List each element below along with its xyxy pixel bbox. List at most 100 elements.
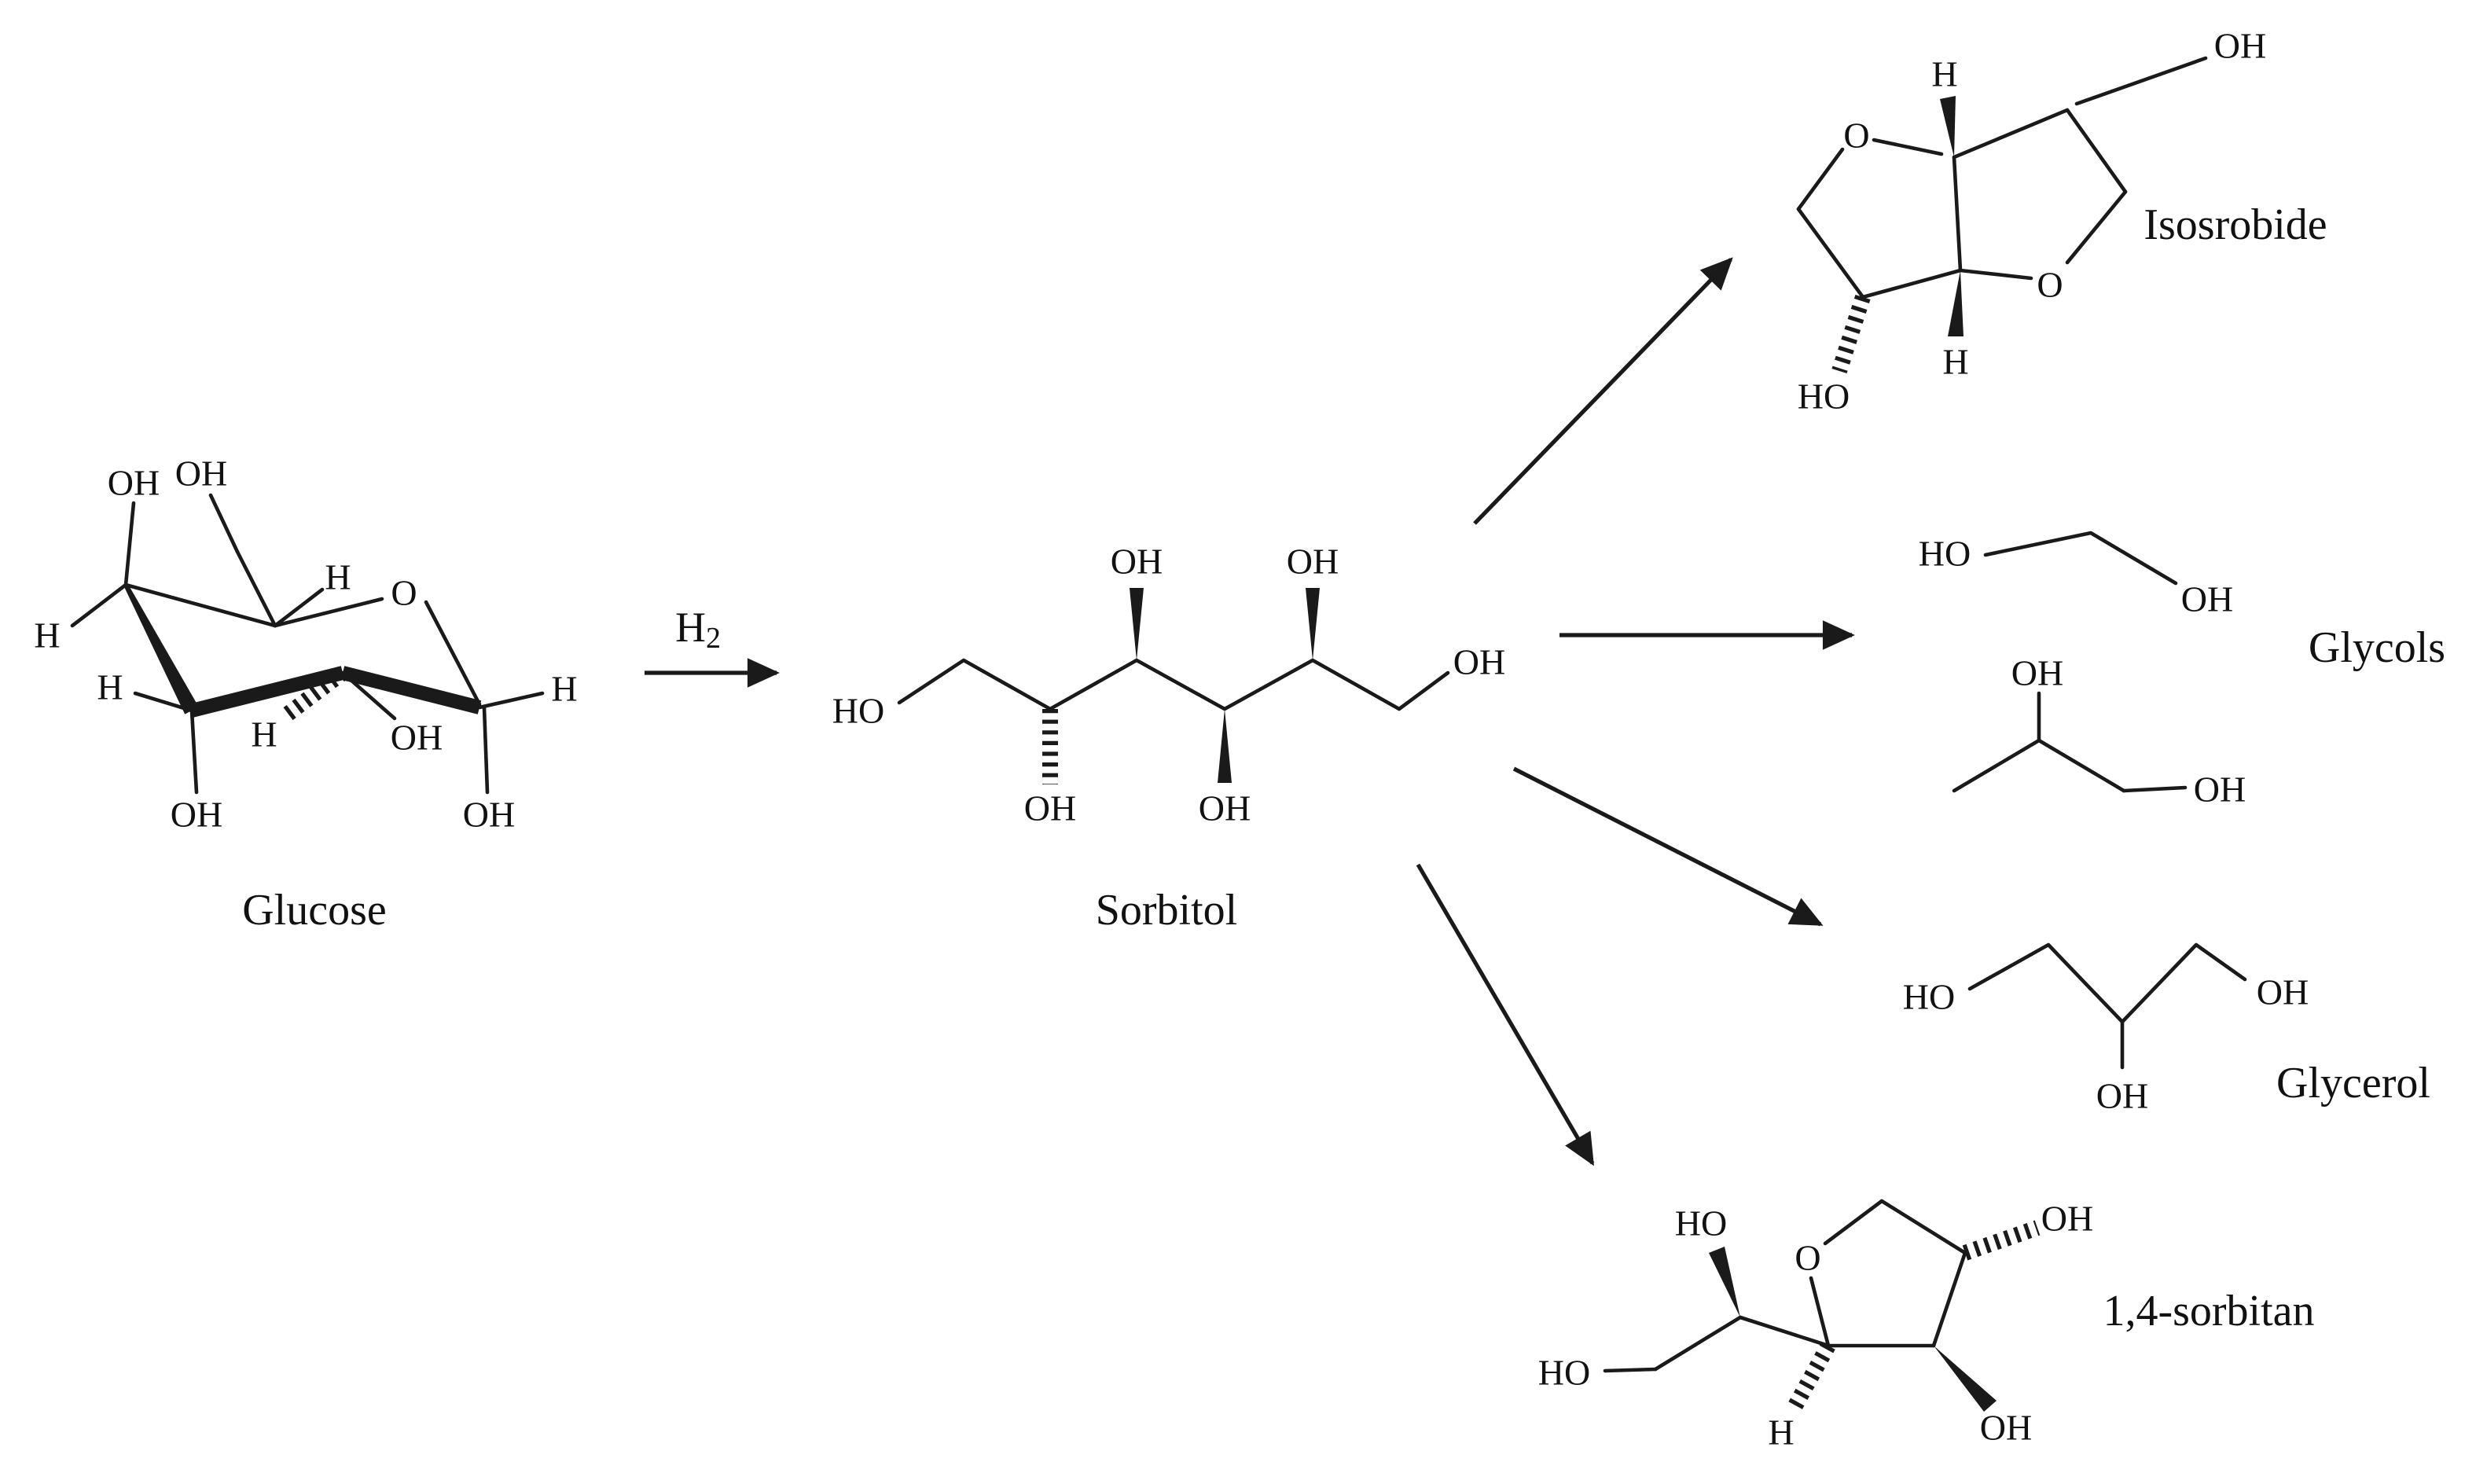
bond xyxy=(1952,155,1963,273)
glucose-structure: OH OH H H O H H OH H OH OH Glucose xyxy=(34,454,577,935)
wedge-bond xyxy=(1934,1346,1997,1412)
bond xyxy=(1952,108,2070,160)
atom-label-oh: OH xyxy=(171,795,222,835)
bond xyxy=(1603,1367,1658,1373)
bond xyxy=(235,549,277,628)
bond xyxy=(424,600,482,707)
arrow-to-sorbitan xyxy=(1416,863,1595,1166)
bond xyxy=(2121,785,2188,793)
atom-label-oh: OH xyxy=(175,454,227,494)
atom-label-oh: OH xyxy=(1287,542,1339,582)
bond xyxy=(208,493,240,554)
wedge-bond xyxy=(1948,270,1964,336)
atom-label-h: H xyxy=(1768,1412,1794,1453)
atom-label-oh: OH xyxy=(1980,1408,2032,1448)
atom-label-oh: OH xyxy=(2096,1076,2148,1116)
atom-label-ho: HO xyxy=(832,691,884,731)
bond xyxy=(273,597,384,628)
bond xyxy=(1958,268,2033,281)
atom-label-h: H xyxy=(251,714,277,755)
atom-label-ho: HO xyxy=(1903,977,1955,1017)
glucose-bonds xyxy=(70,493,545,795)
glycerol-structure: HO OH OH Glycerol xyxy=(1903,942,2430,1116)
atom-label-h: H xyxy=(34,615,60,656)
wedge-bond xyxy=(1306,588,1320,660)
atom-label-ho: HO xyxy=(1675,1203,1727,1243)
hash-bond xyxy=(1962,1220,2041,1261)
atom-label-oh: OH xyxy=(2041,1199,2093,1239)
glycols-name-label: Glycols xyxy=(2309,623,2445,672)
atom-label-oh: OH xyxy=(2214,26,2266,66)
isosorbide-bonds xyxy=(1796,56,2208,374)
bond xyxy=(1796,207,1865,299)
arrow-to-isosorbide xyxy=(1473,257,1733,525)
atom-label-ring-o: O xyxy=(391,573,417,613)
wedge-bond xyxy=(1940,96,1956,157)
atom-label-h: H xyxy=(325,557,351,597)
bold-bond xyxy=(189,666,345,718)
sorbitol-structure: HO OH OH OH OH OH Sorbitol xyxy=(832,542,1505,935)
atom-label-h: H xyxy=(551,669,577,709)
isosorbide-structure: H OH O O HO H Isosrobide xyxy=(1796,26,2327,417)
bond xyxy=(482,705,490,795)
product-arrows xyxy=(1416,257,1855,1166)
hash-bond xyxy=(281,667,347,722)
atom-label-oh: OH xyxy=(2011,653,2063,693)
hydrogenation-arrow: H2 xyxy=(645,604,780,688)
isosorbide-name-label: Isosrobide xyxy=(2144,200,2327,249)
atom-label-oh: OH xyxy=(463,795,515,835)
bond xyxy=(1879,1199,1967,1255)
atom-label-oh: OH xyxy=(2257,972,2309,1012)
sorbitol-name-label: Sorbitol xyxy=(1096,886,1237,935)
bond-ethylene-glycol xyxy=(1983,531,2178,586)
bond xyxy=(1738,1315,1831,1348)
sorbitan-bonds xyxy=(1603,1199,2041,1412)
atom-label-oh: OH xyxy=(2194,770,2246,810)
bond xyxy=(2037,738,2126,793)
atom-label-h: H xyxy=(1931,54,1957,94)
bond xyxy=(2065,189,2128,265)
reagent-label: H2 xyxy=(675,604,721,655)
bond-chain xyxy=(897,658,1450,711)
bold-bond xyxy=(340,666,482,714)
bond xyxy=(123,501,136,587)
atom-label-ho: HO xyxy=(1538,1353,1590,1393)
wedge-bond xyxy=(1218,709,1232,783)
bond xyxy=(2074,56,2208,106)
bond xyxy=(70,582,128,628)
bond xyxy=(1796,147,1845,211)
arrow-to-glycerol xyxy=(1512,766,1824,927)
atom-label-oh: OH xyxy=(1024,788,1076,828)
bond xyxy=(273,587,325,628)
atom-label-ho: HO xyxy=(1919,534,1971,574)
wedge-bond xyxy=(1709,1247,1740,1317)
atom-label-ring-o: O xyxy=(1843,116,1869,156)
bond xyxy=(1861,268,1963,299)
hash-bond xyxy=(1787,1342,1835,1412)
bond xyxy=(1809,1276,1831,1348)
atom-label-oh: OH xyxy=(1199,788,1251,828)
reagent-symbol: H xyxy=(675,604,706,651)
glucose-name-label: Glucose xyxy=(242,886,387,935)
atom-label-ho: HO xyxy=(1798,377,1850,417)
bond xyxy=(123,582,277,628)
bond xyxy=(1872,138,1944,156)
atom-label-ring-o: O xyxy=(1795,1238,1820,1278)
hash-bond xyxy=(1831,294,1871,374)
sorbitan-structure: HO O OH HO H OH 1,4-sorbitan xyxy=(1538,1199,2315,1453)
bond xyxy=(1653,1315,1743,1372)
bond xyxy=(477,691,545,710)
atom-label-ring-o: O xyxy=(2037,265,2063,305)
bond xyxy=(189,708,199,795)
glycols-structures: HO OH OH OH Glycols xyxy=(1919,531,2445,810)
bond xyxy=(1823,1199,1884,1246)
bond xyxy=(1952,738,2041,793)
atom-label-oh: OH xyxy=(1111,542,1163,582)
atom-label-h: H xyxy=(97,667,123,707)
atom-label-oh: OH xyxy=(1453,642,1505,682)
atom-label-h: H xyxy=(1942,342,1968,382)
atom-label-oh: OH xyxy=(2181,579,2233,619)
atom-label-oh: OH xyxy=(108,463,160,503)
sorbitan-name-label: 1,4-sorbitan xyxy=(2103,1287,2314,1335)
bond xyxy=(2065,108,2128,194)
